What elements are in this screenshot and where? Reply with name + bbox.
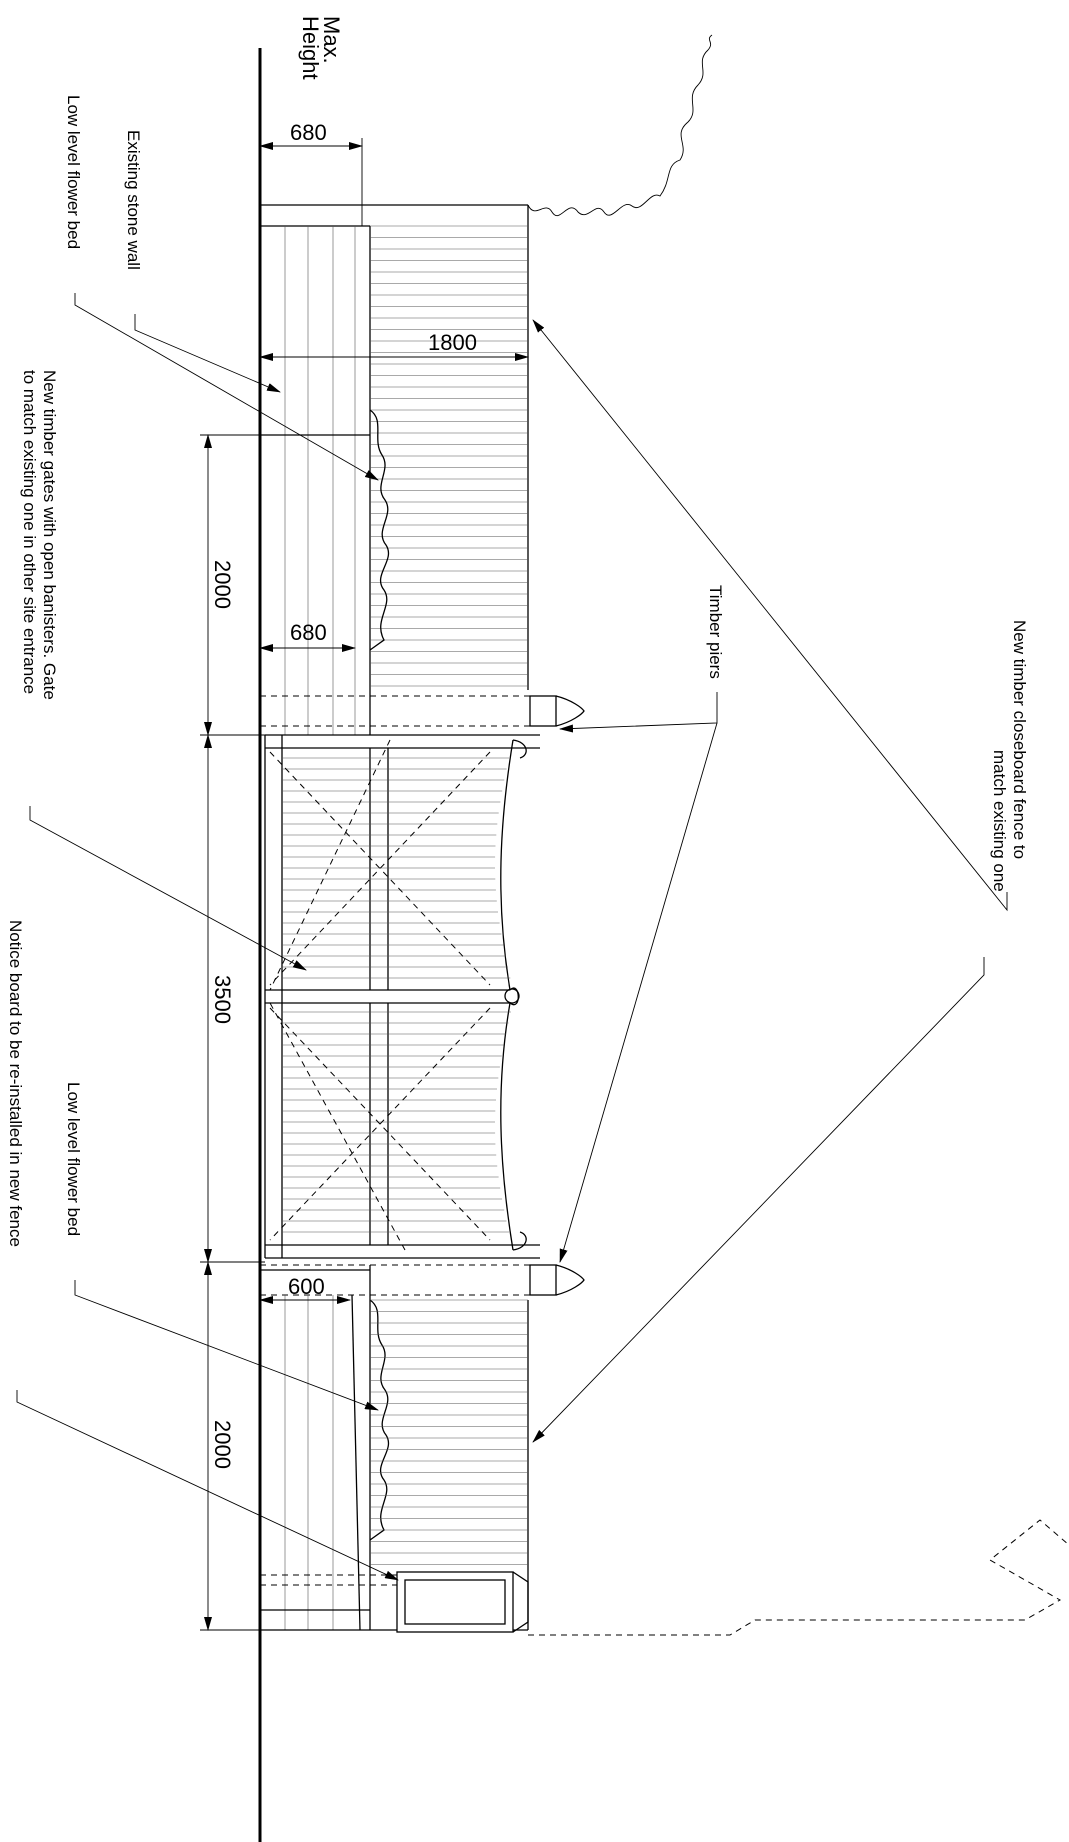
leader-notice-board <box>16 1390 399 1581</box>
fence-boards-top <box>370 225 528 687</box>
leader-timber-gates <box>29 806 307 971</box>
notice-board <box>396 1571 529 1633</box>
dim-label-600: 600 <box>288 1274 325 1299</box>
label-closeboard-fence-1: New timber closeboard fence to <box>1010 620 1029 859</box>
dim-label-2000-top: 2000 <box>210 560 235 609</box>
leader-flower-bed-top <box>74 293 379 481</box>
label-flower-bed-bottom: Low level flower bed <box>64 1082 83 1236</box>
stone-wall-top <box>284 226 371 735</box>
bush-outline <box>527 34 713 216</box>
label-timber-piers: Timber piers <box>706 585 725 679</box>
dim-label-680-top: 680 <box>290 120 327 145</box>
dim-label-1800: 1800 <box>428 330 477 355</box>
dimension-runs <box>200 434 265 1631</box>
label-timber-gates-2: to match existing one in other site entr… <box>20 370 39 694</box>
label-max-height-2: Height <box>298 16 323 80</box>
gate-banisters <box>282 757 511 1233</box>
leader-fence-bottom <box>532 957 985 1443</box>
label-timber-gates-1: New timber gates with open banisters. Ga… <box>40 370 59 700</box>
leader-stone-wall <box>134 314 281 393</box>
timber-pier-bottom <box>260 1264 585 1296</box>
flower-bed-bottom-outline <box>369 1299 390 1541</box>
flower-bed-top-outline <box>369 409 390 651</box>
dim-label-680-mid: 680 <box>290 620 327 645</box>
label-flower-bed-top: Low level flower bed <box>64 95 83 249</box>
label-existing-stone-wall: Existing stone wall <box>124 130 143 270</box>
timber-pier-top <box>260 695 585 727</box>
label-notice-board: Notice board to be re-installed in new f… <box>6 920 25 1247</box>
leader-flower-bed-bottom <box>74 1280 379 1411</box>
label-max-height-1: Max. <box>319 16 344 64</box>
ground-dashed <box>528 1519 1069 1636</box>
leader-fence-top <box>532 319 1008 912</box>
fence-boards-bottom <box>370 1299 528 1565</box>
gate-frame <box>264 734 540 1259</box>
label-closeboard-fence-2: match existing one <box>990 750 1009 892</box>
dim-label-2000-bottom: 2000 <box>210 1420 235 1469</box>
dim-label-3500: 3500 <box>210 975 235 1024</box>
gate-diagonals <box>269 739 491 1251</box>
leader-timber-pier-bottom <box>559 722 718 1263</box>
